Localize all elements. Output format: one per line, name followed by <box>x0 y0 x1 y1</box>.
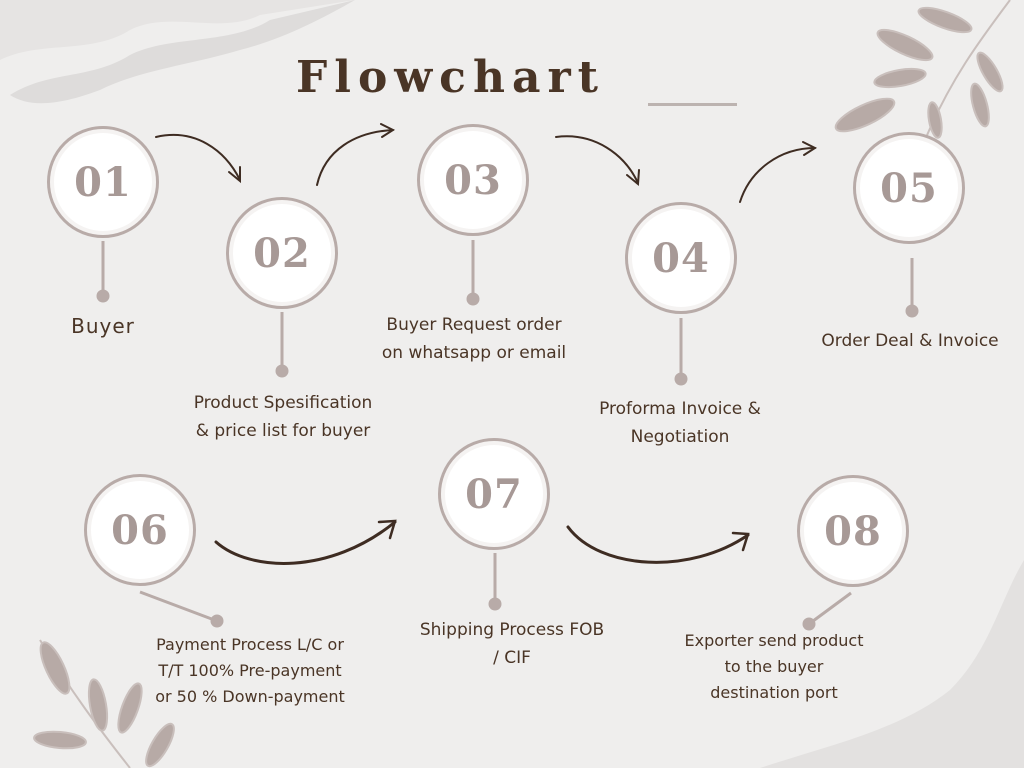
step-06-circle: 06 <box>84 474 196 586</box>
step-08-circle: 08 <box>797 475 909 587</box>
leaf-branch-bottom-left-icon <box>33 639 175 768</box>
step-04-number: 04 <box>652 234 710 282</box>
page-title: Flowchart <box>296 52 605 103</box>
torn-paper-bottom-right <box>760 560 1024 768</box>
step-02-label: Product Spesification & price list for b… <box>193 393 373 441</box>
flow-arrows <box>155 123 818 565</box>
step-07-label: Shipping Process FOB / CIF <box>419 620 605 668</box>
arrow-06-07 <box>214 519 397 565</box>
title-underline <box>648 103 737 106</box>
step-07-number: 07 <box>465 470 523 518</box>
torn-paper-top-left <box>0 0 355 104</box>
arrow-02-03 <box>316 123 396 186</box>
step-06-number: 06 <box>111 506 169 554</box>
step-07-circle: 07 <box>438 438 550 550</box>
arrow-01-02 <box>155 134 241 184</box>
step-03-circle: 03 <box>417 124 529 236</box>
leaf-branch-top-right-icon <box>834 0 1011 141</box>
step-01-label: Buyer <box>71 314 135 338</box>
step-06-label: Payment Process L/C or T/T 100% Pre-paym… <box>155 635 345 706</box>
step-03-number: 03 <box>444 156 502 204</box>
step-05-circle: 05 <box>853 132 965 244</box>
step-01-circle: 01 <box>47 126 159 238</box>
step-05-label: Order Deal & Invoice <box>821 331 999 351</box>
step-02-number: 02 <box>253 229 311 277</box>
arrow-04-05 <box>739 141 818 203</box>
step-04-circle: 04 <box>625 202 737 314</box>
step-08-label: Exporter send product to the buyer desti… <box>684 631 864 702</box>
step-08-number: 08 <box>824 507 882 555</box>
connector-lines <box>96 240 919 631</box>
arrow-07-08 <box>566 525 750 564</box>
step-03-label: Buyer Request order on whatsapp or email <box>381 315 567 363</box>
arrow-03-04 <box>555 135 640 186</box>
step-01-number: 01 <box>74 158 132 206</box>
step-04-label: Proforma Invoice & Negotiation <box>599 399 761 447</box>
step-02-circle: 02 <box>226 197 338 309</box>
step-05-number: 05 <box>880 164 938 212</box>
